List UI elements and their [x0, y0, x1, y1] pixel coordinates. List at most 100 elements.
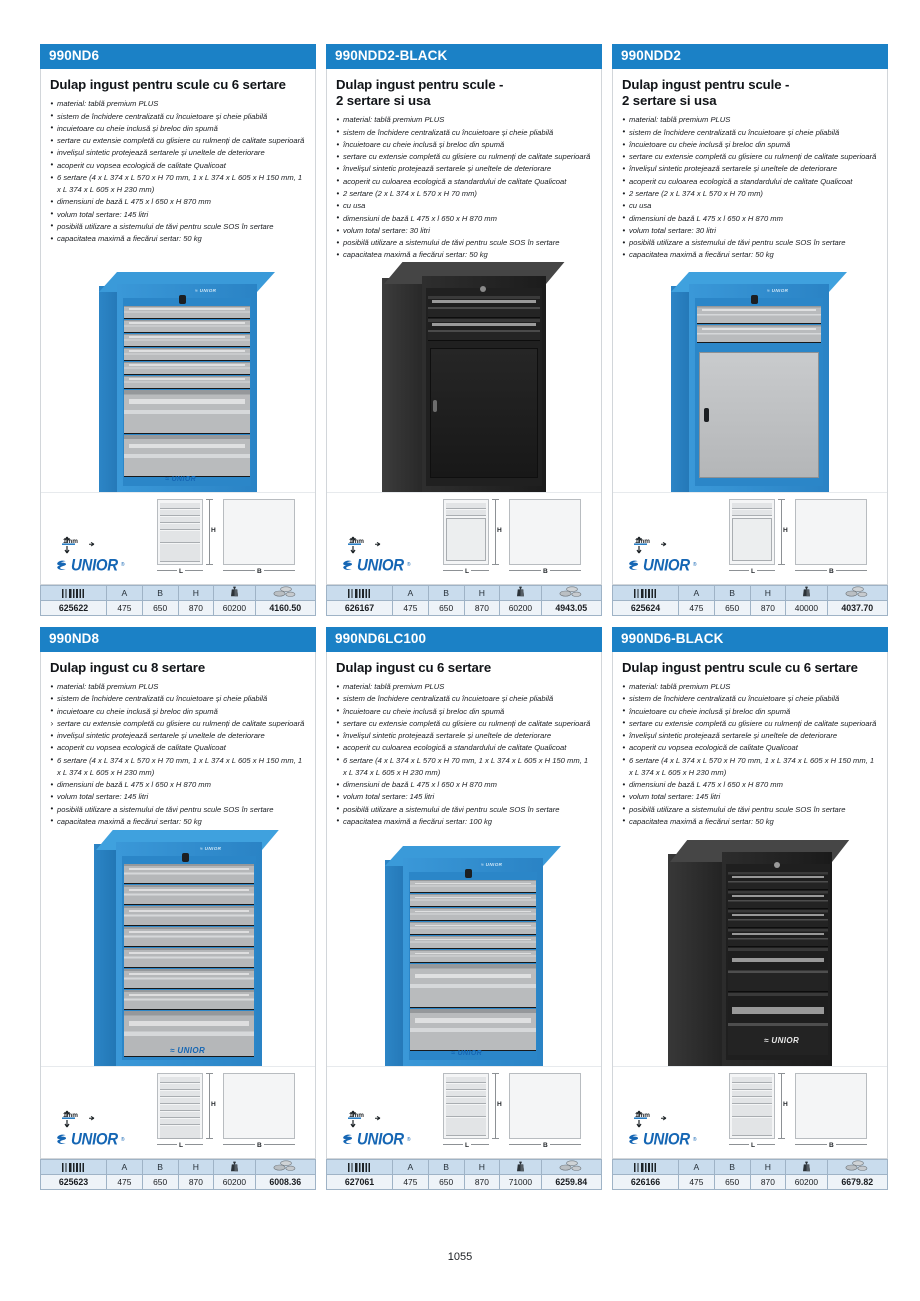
weight-icon — [801, 1161, 812, 1174]
price-icon — [559, 586, 583, 600]
feature-item: dimensiuni de bază L 475 x l 650 x H 870… — [50, 196, 306, 209]
feature-item: 2 sertare (2 x L 374 x L 570 x H 70 mm) — [622, 188, 878, 201]
feature-item: învelișul sintetic protejează sertarele … — [336, 163, 592, 176]
spec-header-weight — [213, 1159, 256, 1176]
price-icon — [273, 1160, 297, 1174]
weight-icon — [229, 1161, 240, 1174]
feature-item: dimensiuni de bază L 475 x l 650 x H 870… — [336, 212, 592, 225]
unior-symbol-icon — [341, 559, 354, 572]
unior-logo: UNIOR® — [627, 1130, 697, 1149]
feature-item: acoperit cu vopsea ecologică de calitate… — [622, 742, 878, 755]
td-drawer — [446, 509, 486, 516]
thickness-mark-icon — [633, 1109, 679, 1131]
drawer — [124, 389, 250, 434]
drawer — [728, 872, 828, 891]
feature-item: capacitatea maximă a fiecărui sertar: 50… — [622, 815, 878, 828]
feature-list: material: tablă premium PLUSsistem de în… — [622, 114, 878, 262]
price-icon — [845, 586, 869, 600]
unior-wordmark: UNIOR — [71, 1130, 118, 1150]
spec-a: 475 — [678, 599, 715, 616]
td-drawer — [160, 502, 200, 509]
product-code-header: 990ND8 — [40, 626, 316, 652]
td-drawer — [160, 523, 200, 530]
price-icon — [845, 1160, 869, 1174]
td-front-view — [443, 498, 489, 565]
feature-item: sistem de închidere centralizată cu încu… — [336, 126, 592, 139]
feature-item: capacitatea maximă a fiecărui sertar: 50… — [50, 233, 306, 246]
feature-item: posibilă utilizare a sistemului de tăvi … — [50, 803, 306, 816]
photo-zone: ≈ UNIOR≈ UNIOR — [50, 245, 306, 492]
barcode-icon — [61, 1163, 86, 1173]
td-drawer — [160, 1126, 200, 1140]
spec-h: 870 — [177, 1174, 215, 1191]
lock-icon — [179, 294, 186, 304]
product-title-line: Dulap ingust cu 6 sertare — [336, 659, 492, 675]
spec-price: 4037.70 — [826, 599, 888, 616]
spec-header-code — [612, 584, 679, 601]
product-body: Dulap ingust cu 8 sertarematerial: tablă… — [40, 651, 316, 1160]
drawer — [124, 1011, 254, 1058]
td-drawer — [446, 1091, 486, 1098]
feature-item: acoperit cu vopsea ecologică de calitate… — [50, 742, 306, 755]
feature-item: posibilă utilizare a sistemului de tăvi … — [622, 237, 878, 250]
spec-b: 650 — [713, 1174, 751, 1191]
cabinet-brand-logo: ≈ UNIOR — [170, 1046, 206, 1056]
cabinet-brand-logo: ≈ UNIOR — [451, 1050, 483, 1058]
spec-header-h: H — [463, 584, 501, 601]
td-side-view — [509, 1073, 581, 1140]
lock-icon — [480, 285, 486, 292]
thickness-label: 1mm — [349, 537, 364, 545]
feature-item: posibilă utilizare a sistemului de tăvi … — [622, 803, 878, 816]
td-drawer — [732, 1118, 772, 1137]
product-title-line: 2 sertare si usa — [622, 93, 717, 109]
feature-item: 6 sertare (4 x L 374 x L 570 x H 70 mm, … — [336, 754, 592, 779]
barcode-icon — [61, 588, 86, 598]
td-dim-b: B — [541, 1142, 550, 1150]
spec-b: 650 — [713, 599, 751, 616]
td-dim-b: B — [255, 1142, 264, 1150]
spec-header-h: H — [463, 1159, 501, 1176]
feature-item: posibilă utilizare a sistemului de tăvi … — [336, 803, 592, 816]
td-dim-l: L — [463, 567, 472, 575]
spec-header-b: B — [141, 584, 179, 601]
td-front-view — [157, 1073, 203, 1140]
cabinet-top-logo: ≈ UNIOR — [200, 846, 222, 852]
drawer — [124, 969, 254, 990]
drawer — [728, 993, 828, 1056]
td-front-view — [729, 498, 775, 565]
feature-item: învelișul sintetic protejează sertarele … — [622, 730, 878, 743]
product-title-line: Dulap ingust cu 8 sertare — [50, 659, 206, 675]
feature-item: 2 sertare (2 x L 374 x L 570 x H 70 mm) — [336, 188, 592, 201]
feature-item: volum total sertare: 30 litri — [622, 224, 878, 237]
unior-wordmark: UNIOR — [643, 555, 690, 575]
spec-header-weight — [499, 1159, 542, 1176]
feature-item: încuietoare cu cheie inclusă și breloc d… — [336, 705, 592, 718]
unior-logo: UNIOR® — [55, 1130, 125, 1150]
td-drawer — [160, 509, 200, 516]
spec-header-a: A — [678, 1159, 715, 1176]
feature-item: material: tablă premium PLUS — [622, 681, 878, 694]
spec-header-weight — [213, 584, 256, 601]
weight-icon — [801, 586, 812, 599]
spec-price: 4160.50 — [254, 599, 316, 616]
spec-header-b: B — [141, 1159, 179, 1176]
spec-header-price — [254, 584, 316, 601]
feature-item: capacitatea maximă a fiecărui sertar: 50… — [50, 815, 306, 828]
feature-item: încuietoare cu cheie inclusă și breloc d… — [336, 139, 592, 152]
spec-header-h: H — [749, 584, 787, 601]
lock-icon — [182, 853, 189, 863]
spec-header-code — [326, 584, 393, 601]
photo-zone: ≈ UNIOR — [622, 828, 878, 1067]
drawer — [124, 361, 250, 375]
drawer — [410, 922, 536, 936]
